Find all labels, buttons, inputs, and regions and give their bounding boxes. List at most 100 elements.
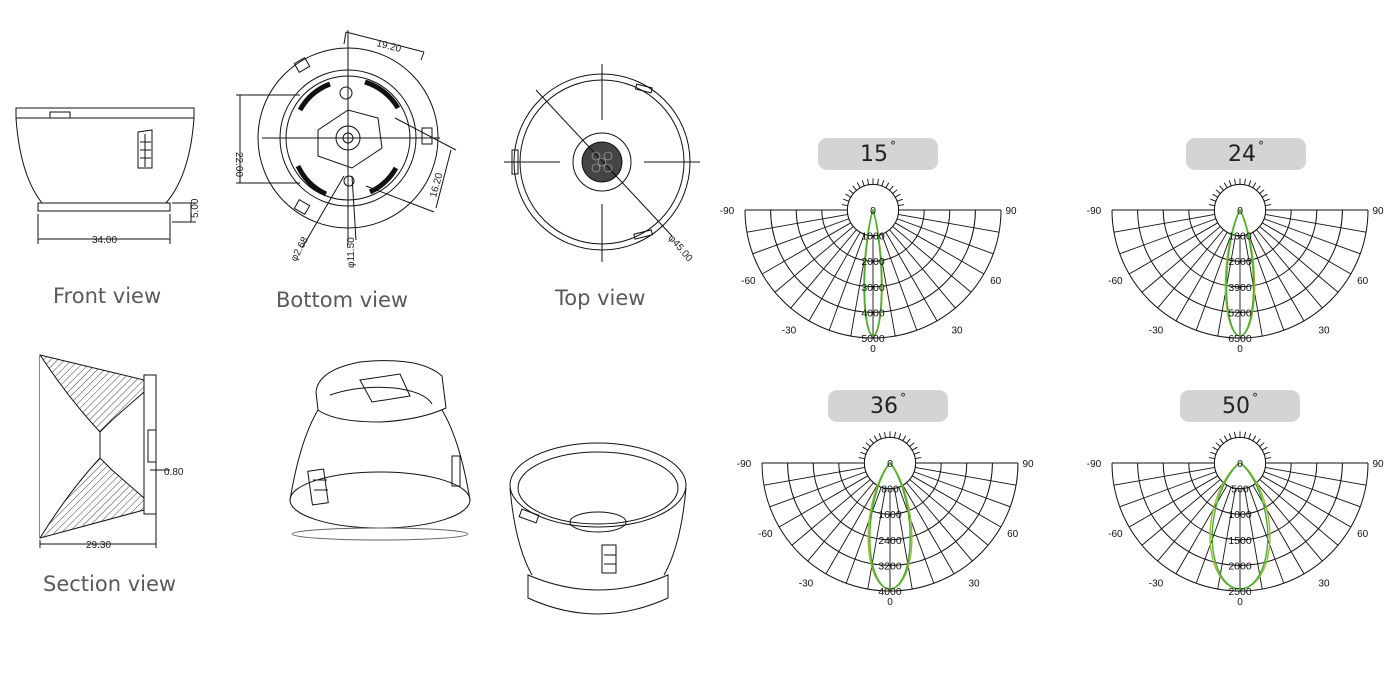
chart-1-spoke: [1119, 218, 1217, 255]
chart-1-angle-label: 0: [1237, 344, 1243, 355]
chart-2-spoke: [769, 471, 867, 508]
chart-2-angle-label: 90: [1022, 459, 1034, 470]
chart-3-radial-label: 2000: [1228, 560, 1252, 572]
chart-2-radial-label: 0: [887, 458, 893, 470]
chart-0-spoke: [746, 214, 848, 233]
chart-2-angle-label: -60: [758, 529, 773, 540]
chart-2-title-badge: 36°: [828, 390, 948, 422]
chart-2-spoke: [807, 482, 874, 562]
chart-2-spoke: [909, 479, 989, 546]
chart-3-upper-spoke: [1223, 435, 1228, 442]
chart-0-angle-label: 30: [951, 325, 963, 336]
chart-2-radial-label: 2400: [878, 535, 902, 547]
chart-1-spoke: [1248, 233, 1285, 331]
chart-1-angle-label: 90: [1372, 206, 1384, 217]
chart-0-degree: °: [890, 139, 896, 153]
chart-0-upper-spoke: [881, 180, 885, 187]
chart-3-upper-spoke: [1234, 431, 1237, 439]
chart-2-upper-spoke: [860, 451, 867, 455]
chart-2-upper-spoke: [908, 442, 915, 448]
chart-0-upper-spoke: [897, 204, 905, 207]
dim-section-width: 29.30: [86, 540, 111, 551]
chart-0-radial-label: 5000: [861, 333, 885, 345]
chart-2-upper-spoke: [914, 457, 922, 460]
chart-3-upper-spoke: [1255, 438, 1261, 445]
chart-3-radial-label: 500: [1231, 484, 1249, 496]
chart-0-spoke: [828, 233, 865, 331]
chart-0-spoke: [752, 218, 850, 255]
chart-2-spoke: [825, 484, 878, 575]
chart-1-radial-label: 5200: [1228, 307, 1252, 319]
dim-bottom-22: 22.00: [233, 152, 244, 177]
chart-2-upper-spoke: [898, 433, 902, 440]
chart-1-spoke: [1195, 233, 1232, 331]
chart-0-spoke: [761, 222, 852, 275]
chart-1-angle-label: -90: [1087, 206, 1102, 217]
chart-1-upper-spoke: [1243, 178, 1246, 186]
chart-2-radial-label: 3200: [878, 560, 902, 572]
chart-1-title: 24: [1228, 141, 1256, 167]
chart-1-upper-spoke: [1210, 198, 1217, 202]
chart-3-spoke: [1141, 479, 1221, 546]
chart-1-upper-spoke: [1252, 182, 1257, 189]
chart-1-radial-label: 3900: [1228, 282, 1252, 294]
chart-3-angle-label: -30: [1149, 578, 1164, 589]
chart-1-radial-label: 1300: [1228, 231, 1252, 243]
chart-1-spoke: [1259, 226, 1339, 293]
chart-0-spoke: [885, 231, 938, 322]
chart-3-angle-label: 30: [1318, 578, 1330, 589]
chart-3-radial-label: 1500: [1228, 535, 1252, 547]
chart-2-spoke: [778, 475, 869, 528]
chart-1-upper-spoke: [1228, 180, 1232, 187]
chart-0-upper-spoke: [894, 193, 901, 198]
chart-1-spoke: [1141, 226, 1221, 293]
chart-1-upper-spoke: [1215, 189, 1222, 195]
chart-0-curve-c0: [863, 209, 883, 337]
chart-0-angle-label: -60: [741, 276, 756, 287]
front-view-drawing: 34.00 5.00: [15, 107, 201, 246]
chart-0-upper-spoke: [885, 182, 890, 189]
chart-0-radial-label: 1000: [861, 231, 885, 243]
chart-2-spoke: [898, 486, 935, 584]
front-view-label: Front view: [53, 284, 162, 308]
chart-1-spoke: [1263, 218, 1361, 255]
chart-0-upper-spoke: [843, 198, 850, 202]
chart-1-upper-spoke: [1255, 185, 1261, 192]
chart-1-upper-spoke: [1263, 198, 1270, 202]
chart-0-upper-spoke: [876, 178, 879, 186]
chart-0-upper-spoke: [852, 185, 858, 192]
chart-0-spoke: [889, 229, 956, 309]
chart-1-upper-spoke: [1234, 178, 1237, 186]
chart-1-spoke: [1265, 214, 1367, 233]
chart-2-upper-spoke: [911, 446, 918, 451]
chart-2-upper-spoke: [869, 438, 875, 445]
chart-0-upper-spoke: [841, 204, 849, 207]
chart-0-spoke: [790, 229, 857, 309]
section-view-label: Section view: [43, 572, 177, 596]
dim-front-height: 5.00: [190, 198, 201, 218]
chart-2-spoke: [763, 467, 865, 486]
chart-0-angle-label: -90: [720, 206, 735, 217]
chart-2-upper-spoke: [873, 435, 878, 442]
chart-1-upper-spoke: [1223, 182, 1228, 189]
chart-2-upper-spoke: [893, 431, 896, 439]
chart-2-degree: °: [900, 391, 906, 405]
dim-bottom-dia: φ11.50: [346, 237, 357, 268]
iso-top-drawing: [509, 442, 687, 615]
chart-2-radial-label: 1600: [878, 509, 902, 521]
iso-bottom-drawing: [289, 360, 471, 541]
chart-0-title-badge: 15°: [818, 138, 938, 170]
chart-0-radial-label: 2000: [861, 256, 885, 268]
chart-2-upper-spoke: [862, 446, 869, 451]
chart-0-spoke: [881, 233, 918, 331]
chart-3-upper-spoke: [1261, 446, 1268, 451]
chart-2-spoke: [911, 475, 1002, 528]
chart-3-angle-label: 90: [1372, 459, 1384, 470]
bottom-view-drawing: 19.20 22.00 16.20 φ2.68 φ11.50: [233, 30, 457, 268]
dim-section-step: 0.80: [164, 467, 184, 478]
chart-3-spoke: [1259, 479, 1339, 546]
chart-3-spoke: [1113, 467, 1215, 486]
